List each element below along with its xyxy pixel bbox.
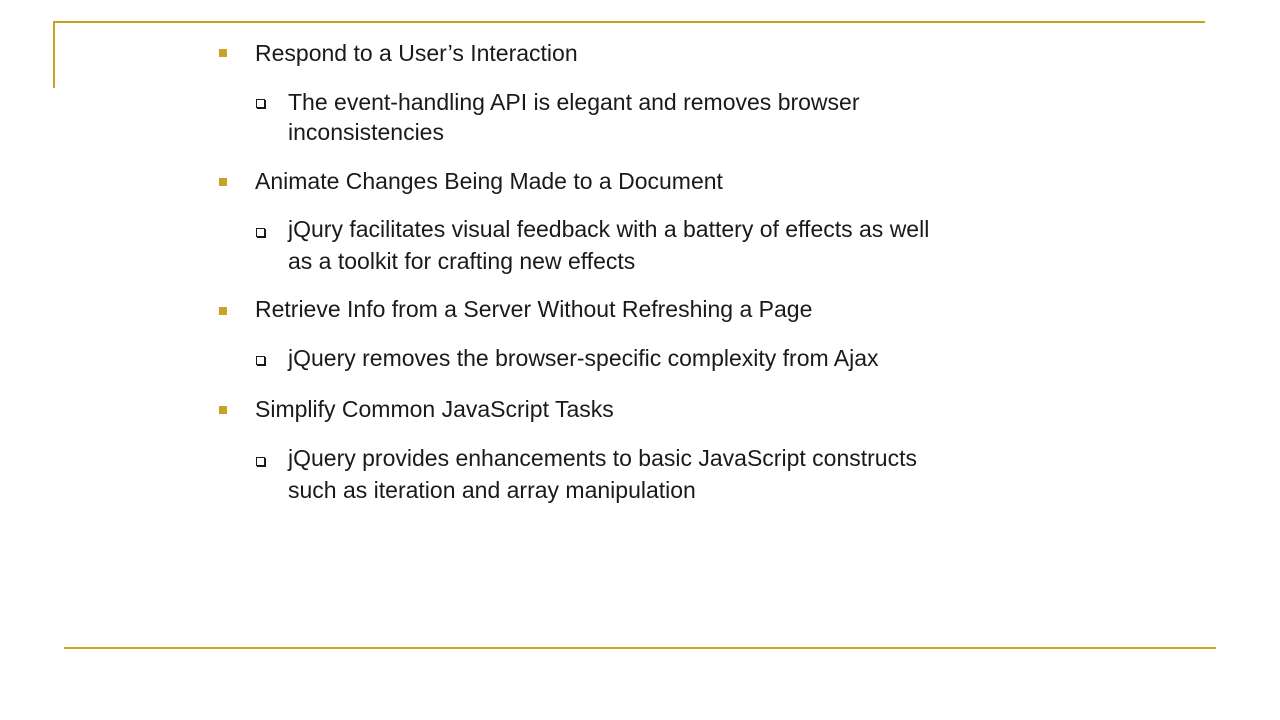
bullet-heading: Simplify Common JavaScript Tasks	[255, 396, 614, 422]
bullet-detail-line: jQury facilitates visual feedback with a…	[288, 216, 930, 242]
top-rule	[53, 21, 1205, 23]
square-bullet-icon	[219, 406, 227, 414]
square-bullet-icon	[219, 307, 227, 315]
square-bullet-icon	[219, 178, 227, 186]
left-rule	[53, 21, 55, 88]
bullet-heading: Animate Changes Being Made to a Document	[255, 168, 723, 194]
bullet-detail-line: The event-handling API is elegant and re…	[288, 89, 860, 115]
hollow-square-bullet-icon	[256, 228, 265, 237]
bullet-detail-line: such as iteration and array manipulation	[288, 477, 696, 503]
bullet-heading: Respond to a User’s Interaction	[255, 40, 578, 66]
hollow-square-bullet-icon	[256, 356, 265, 365]
bullet-detail-line: inconsistencies	[288, 119, 444, 145]
bullet-detail-line: as a toolkit for crafting new effects	[288, 248, 636, 274]
bottom-rule	[64, 647, 1216, 649]
hollow-square-bullet-icon	[256, 99, 265, 108]
square-bullet-icon	[219, 49, 227, 57]
hollow-square-bullet-icon	[256, 457, 265, 466]
bullet-detail-line: jQuery provides enhancements to basic Ja…	[288, 445, 917, 471]
bullet-detail-line: jQuery removes the browser-specific comp…	[288, 345, 879, 371]
bullet-heading: Retrieve Info from a Server Without Refr…	[255, 296, 813, 322]
